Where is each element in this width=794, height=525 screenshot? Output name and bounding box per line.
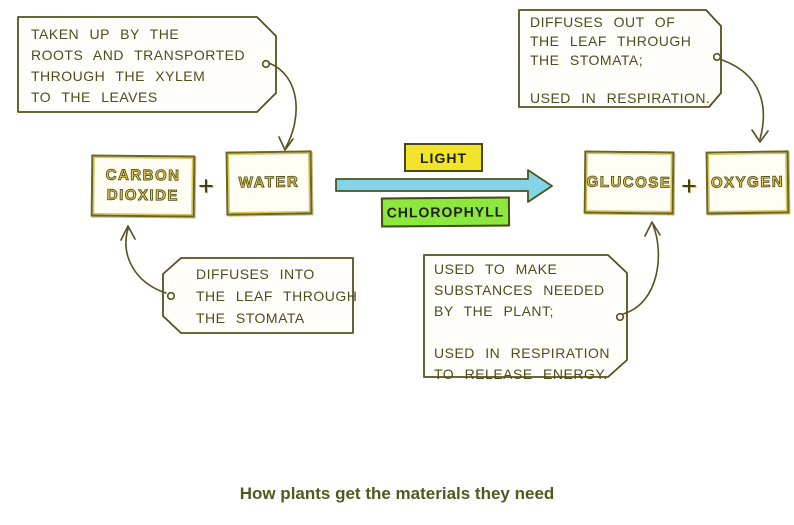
- callout-water-source: TAKEN UP BY THE ROOTS AND TRANSPORTED TH…: [31, 24, 245, 108]
- pointer-curve-to-carbon-dioxide: [125, 228, 167, 294]
- tag-outline-top-right: [518, 9, 722, 108]
- water-label: WATER: [238, 173, 300, 192]
- callout-line: BY THE PLANT;: [434, 303, 554, 319]
- tag-hole-icon: [712, 52, 722, 62]
- callout-line: [530, 70, 710, 89]
- callout-carbon-dioxide-source: DIFFUSES INTO THE LEAF THROUGH THE STOMA…: [196, 263, 357, 329]
- callout-line: TO THE LEAVES: [31, 89, 158, 105]
- tag-hole-icon: [166, 291, 176, 301]
- callout-line: SUBSTANCES NEEDED: [434, 282, 605, 298]
- carbon-dioxide-box: CARBON DIOXIDE: [90, 154, 196, 218]
- callout-line: DIFFUSES OUT OF: [530, 14, 676, 30]
- tag-outline-bottom-middle: [423, 254, 628, 378]
- tag-outline-top-left: [17, 16, 277, 113]
- pointer-curve-to-oxygen: [721, 59, 765, 140]
- callout-line: [434, 322, 610, 343]
- pointer-curve-to-glucose: [622, 224, 660, 315]
- reaction-arrow-icon: [335, 169, 553, 203]
- callout-line: USED IN RESPIRATION: [434, 345, 611, 361]
- callout-line: TO RELEASE ENERGY.: [434, 366, 608, 382]
- chlorophyll-label: CHLOROPHYLL: [386, 203, 505, 221]
- tag-hole-icon: [261, 59, 271, 69]
- arrowhead-icon: [644, 221, 661, 237]
- callout-line: ROOTS AND TRANSPORTED: [31, 47, 246, 63]
- arrowhead-icon: [120, 225, 136, 241]
- callout-line: THE LEAF THROUGH: [530, 33, 692, 49]
- light-label: LIGHT: [420, 149, 467, 166]
- callout-glucose-fate: USED TO MAKE SUBSTANCES NEEDED BY THE PL…: [434, 259, 610, 385]
- plus-sign: +: [198, 171, 214, 201]
- plus-sign: +: [681, 171, 697, 201]
- tag-hole-icon: [615, 312, 625, 322]
- glucose-box: GLUCOSE: [583, 150, 675, 215]
- callout-oxygen-fate: DIFFUSES OUT OF THE LEAF THROUGH THE STO…: [530, 13, 710, 108]
- callout-line: THE STOMATA;: [530, 52, 644, 68]
- chlorophyll-label-box: CHLOROPHYLL: [380, 196, 511, 228]
- water-box: WATER: [225, 150, 313, 216]
- callout-line: USED TO MAKE: [434, 261, 558, 277]
- diagram-caption: How plants get the materials they need: [239, 484, 555, 503]
- arrowhead-icon: [278, 136, 294, 151]
- oxygen-box: OXYGEN: [705, 150, 790, 215]
- callout-line: THE STOMATA: [196, 310, 305, 326]
- carbon-dioxide-label: DIOXIDE: [106, 186, 180, 205]
- pointer-curve-to-water: [268, 62, 297, 148]
- oxygen-label: OXYGEN: [710, 172, 785, 192]
- carbon-dioxide-label: CARBON: [105, 166, 181, 185]
- callout-line: THE LEAF THROUGH: [196, 288, 358, 304]
- tag-outline-bottom-left: [162, 257, 354, 334]
- callout-line: THROUGH THE XYLEM: [31, 68, 206, 84]
- glucose-label: GLUCOSE: [586, 173, 672, 192]
- arrowhead-icon: [751, 129, 769, 143]
- light-label-box: LIGHT: [404, 143, 483, 172]
- callout-line: TAKEN UP BY THE: [31, 26, 180, 42]
- callout-line: DIFFUSES INTO: [196, 266, 315, 282]
- callout-line: USED IN RESPIRATION.: [530, 90, 711, 106]
